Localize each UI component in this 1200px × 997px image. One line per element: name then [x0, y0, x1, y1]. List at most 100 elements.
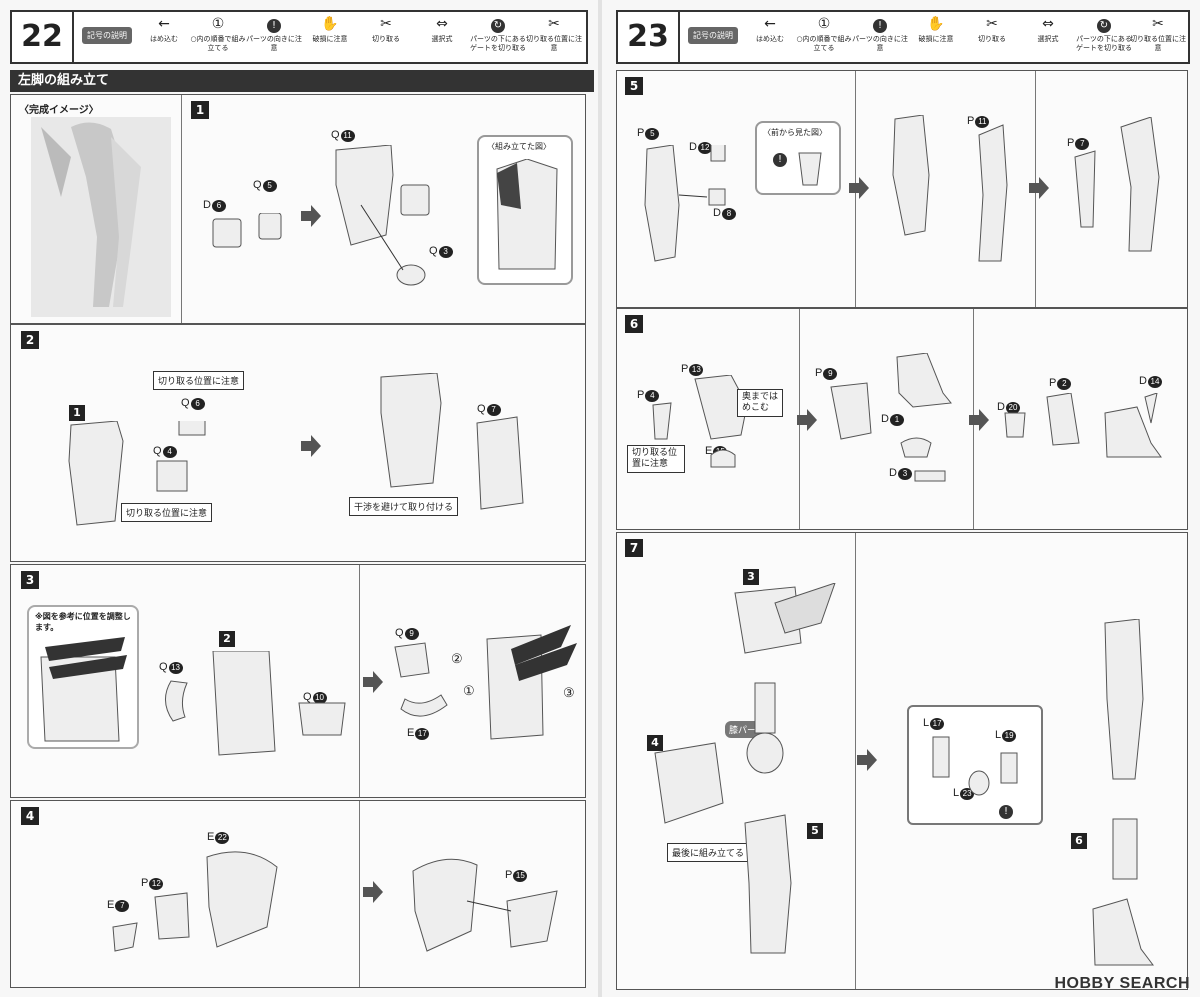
step-6-number: 6	[625, 315, 643, 333]
step-2-assembly-sketch	[380, 373, 524, 510]
sub-assembly-1-tag: 1	[69, 405, 85, 421]
legend-item-fit: ←はめ込む	[136, 15, 192, 44]
legend-item-direction: !パーツの向きに注意	[246, 15, 302, 53]
assembled-view-label: 〈組み立てた図〉	[487, 142, 551, 151]
right-page: 23 記号の説明 ←はめ込む ①○内の順番で組み立てる !パーツの向きに注意 ✋…	[602, 0, 1200, 997]
assembled-view-sketch	[496, 159, 558, 270]
complete-image	[31, 117, 171, 317]
legend-item-gate: ↻パーツの下にあるゲートを切り取る	[470, 15, 526, 53]
arrow-left-icon: ←	[158, 16, 170, 32]
step-3-assembly-sketch	[394, 625, 577, 740]
next-arrow-icon	[797, 409, 817, 431]
next-arrow-icon	[1029, 177, 1049, 199]
step-5-mid-sketch	[892, 115, 1008, 262]
exclamation-icon: !	[246, 15, 302, 33]
sub-assembly-2-tag: 2	[219, 631, 235, 647]
sub-assembly-5-tag: 5	[807, 823, 823, 839]
legend-item-direction: !パーツの向きに注意	[852, 15, 908, 53]
page-gutter	[598, 0, 602, 997]
legend-item-break: ✋破損に注意	[302, 15, 358, 44]
step-5-parts-sketch	[644, 145, 726, 262]
step-5-final-sketch	[1074, 117, 1160, 252]
cut-icon: ✂	[986, 16, 998, 32]
right-header: 23 記号の説明 ←はめ込む ①○内の順番で組み立てる !パーツの向きに注意 ✋…	[616, 10, 1190, 64]
legend-item-select: ⇔選択式	[414, 15, 470, 44]
watermark: HOBBY SEARCH	[1054, 975, 1190, 992]
exclamation-icon: !	[852, 15, 908, 33]
cut-position-icon: ✂	[1152, 16, 1164, 32]
order-2-label: ②	[451, 651, 463, 666]
press-fully-note: 奥まではめこむ	[737, 389, 783, 417]
page-number: 22	[12, 12, 74, 62]
complete-image-label: 〈完成イメージ〉	[19, 105, 99, 116]
cut-position-note-1: 切り取る位置に注意	[153, 371, 245, 390]
step-7-final-sketch	[1092, 619, 1154, 966]
assemble-last-note: 最後に組み立てる	[667, 843, 750, 862]
break-warning-icon: ✋	[321, 16, 339, 32]
next-arrow-icon	[363, 671, 383, 693]
section-title: 左脚の組み立て	[10, 70, 594, 92]
cut-position-note-2: 切り取る位置に注意	[121, 503, 213, 522]
step-7-number: 7	[625, 539, 643, 557]
next-arrow-icon	[849, 177, 869, 199]
position-adjust-note: ※図を参考に位置を調整します。	[35, 612, 131, 632]
assembled-view-inset: 〈組み立てた図〉	[477, 135, 573, 285]
break-warning-icon: ✋	[927, 16, 945, 32]
step-4-number: 4	[21, 807, 39, 825]
legend-label: 記号の説明	[688, 27, 738, 44]
legend-item-cut-position: ✂切り取る位置に注意	[526, 16, 582, 52]
page-number: 23	[618, 12, 680, 62]
exclamation-icon: !	[999, 799, 1013, 819]
selectable-icon: ⇔	[436, 16, 448, 32]
step-1-parts-sketch	[212, 213, 282, 248]
legend-label: 記号の説明	[82, 27, 132, 44]
step-6-mid-sketch	[830, 353, 952, 482]
cut-position-note-3: 切り取る位置に注意	[627, 445, 685, 473]
circled-number-icon: ①	[211, 16, 225, 32]
legend-item-break: ✋破損に注意	[908, 15, 964, 44]
legend-item-cut: ✂切り取る	[358, 15, 414, 44]
legend-item-cut: ✂切り取る	[964, 15, 1020, 44]
position-adjust-inset: ※図を参考に位置を調整します。	[27, 605, 139, 749]
step-6-panel: 6 P13 P4 E15 切り取る位置に注意 奥まではめこむ P9 D1 D3 …	[616, 308, 1188, 530]
position-adjust-sketch	[40, 637, 127, 742]
next-arrow-icon	[969, 409, 989, 431]
circled-number-icon: ①	[817, 16, 831, 32]
legend-item-fit: ←はめ込む	[742, 15, 798, 44]
selectable-icon: ⇔	[1042, 16, 1054, 32]
step-3-parts-sketch	[165, 651, 346, 756]
step-5-number: 5	[625, 77, 643, 95]
gate-cut-icon: ↻	[1076, 15, 1132, 33]
front-view-sketch	[798, 152, 822, 186]
